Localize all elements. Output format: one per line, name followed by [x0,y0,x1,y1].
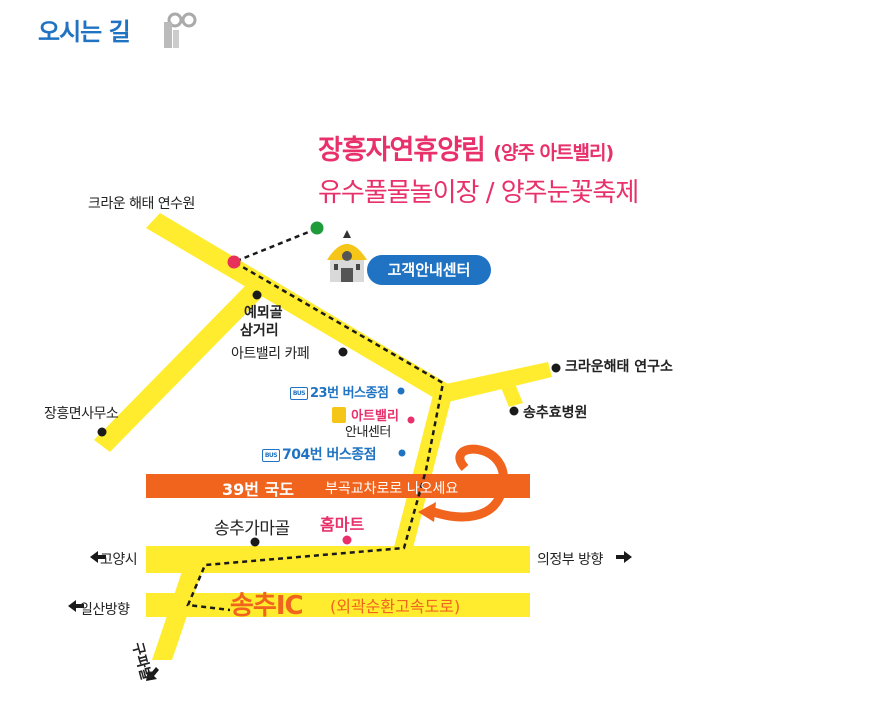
label-uijeongbu: 의정부 방향 [537,552,603,568]
arrow-down-gupabal-icon [146,667,159,681]
label-artvalley-logo: 아트밸리 [351,409,399,424]
label-ic: 송추IC [230,591,304,621]
dot-artvalley-cafe [338,347,348,357]
road-jangheung-diagonal [94,282,265,452]
label-route39-note: 부곡교차로로 나오세요 [325,481,459,497]
artvalley-logo-icon [332,406,346,423]
label-ic-sub: (외곽순환고속도로) [330,597,461,616]
route-dotted [186,227,445,612]
destination-name-sub: (양주 아트밸리) [493,142,614,164]
arrow-right-uijeongbu-icon [616,551,632,563]
label-crown-haitai-lab: 크라운해태 연구소 [565,359,673,375]
dot-crown-lab [551,363,561,373]
label-artvalley-info: 안내센터 [345,425,391,440]
dot-homemart [342,535,352,545]
label-songchu-hospital: 송추효병원 [523,405,588,421]
label-yeoeogol-1: 예뫼골 [244,305,283,321]
destination-subtitle: 유수풀물놀이장 / 양주눈꽃축제 [318,178,639,208]
start-marker [227,255,241,269]
label-bus704-text: 704번 버스종점 [282,447,377,463]
destination-title: 장흥자연휴양림 (양주 아트밸리) [318,128,614,167]
destination-name: 장흥자연휴양림 [318,135,486,166]
dot-jangheung-office [97,427,107,437]
dot-artvalley-info [407,416,415,424]
label-ilsan: 일산방향 [80,602,130,618]
dot-songchu-village [250,537,260,547]
road-lab-stub [497,374,523,407]
road-lab-branch [441,362,552,402]
poi-dots [97,290,561,547]
label-songchu-village: 송추가마골 [214,519,290,539]
direction-arrows [68,551,632,681]
road-crown-diagonal [146,213,455,402]
arrow-left-goyang-icon [90,551,106,563]
arrow-left-ilsan-icon [68,600,84,612]
label-bus23-text: 23번 버스종점 [310,386,389,401]
label-jangheung-office: 장흥면사무소 [44,406,119,422]
label-crown-haitai-training: 크라운 해태 연수원 [88,196,195,212]
artvalley-info-center: 아트밸리 [332,404,399,424]
label-homemart: 홈마트 [320,515,365,534]
label-artvalley-cafe: 아트밸리 카페 [231,346,310,362]
info-center-label: 고객안내센터 [367,255,491,285]
label-goyang: 고양시 [100,552,138,568]
dot-bus704 [398,449,406,457]
road-gupabal [152,548,210,660]
label-yeoeogol-2: 삼거리 [240,323,279,339]
info-building-icon [327,230,367,282]
road-main-vertical [394,395,452,548]
label-route39: 39번 국도 [222,480,294,499]
binoculars-icon [164,12,197,48]
road-goyang-uijeongbu [146,546,530,573]
dot-yeoeogol [252,290,262,300]
road-outer-ring [146,593,530,617]
interchange-loop [418,444,508,522]
road-route39 [146,474,530,498]
end-marker [310,221,324,235]
bus-icon: BUS [262,448,280,462]
bus-icon: BUS [290,387,308,400]
dot-songchu-hospital [509,406,519,416]
yellow-roads [94,213,552,660]
page-title: 오시는 길 [38,18,131,46]
dot-bus23 [397,387,405,395]
